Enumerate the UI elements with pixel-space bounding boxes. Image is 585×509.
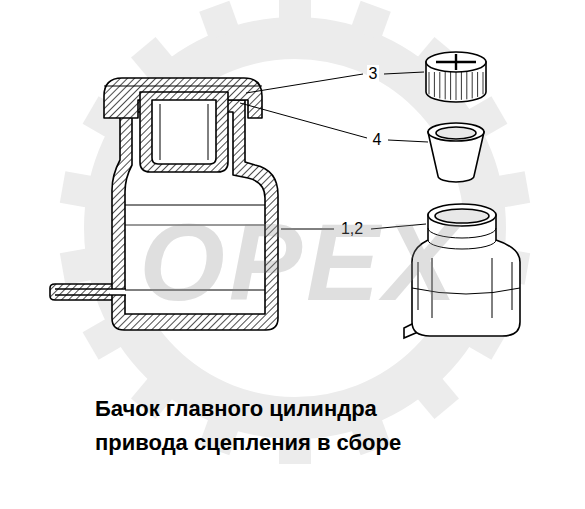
gear-tooth bbox=[60, 248, 95, 285]
knurl-stroke bbox=[483, 72, 484, 94]
leader-lines bbox=[240, 72, 428, 229]
cap-view bbox=[426, 52, 486, 102]
gear-tooth bbox=[350, 1, 390, 40]
knurl-stroke bbox=[472, 72, 473, 98]
gear-tooth bbox=[415, 376, 459, 420]
callout-number: 3 bbox=[367, 65, 380, 83]
knurl-stroke bbox=[477, 72, 478, 97]
knurl-stroke bbox=[466, 72, 467, 99]
watermark-gear bbox=[60, 0, 530, 464]
gear-tooth bbox=[495, 171, 530, 208]
knurl-stroke bbox=[456, 72, 457, 100]
knurl-stroke bbox=[461, 72, 462, 100]
gear-ring bbox=[105, 38, 485, 418]
gear-tooth bbox=[131, 37, 175, 81]
watermark: ОРЕХ bbox=[139, 207, 461, 317]
knurl-stroke bbox=[434, 72, 435, 97]
knurl-stroke bbox=[429, 72, 430, 94]
gear-tooth bbox=[279, 0, 311, 22]
insert-view bbox=[428, 123, 484, 182]
knurl-stroke bbox=[439, 72, 440, 98]
knurl-stroke bbox=[450, 72, 451, 100]
gear-tooth bbox=[60, 171, 95, 208]
caption: Бачок главного цилиндра привода сцеплени… bbox=[95, 392, 455, 460]
gear-tooth bbox=[199, 1, 239, 40]
knurl-stroke bbox=[445, 72, 446, 99]
callout-number: 4 bbox=[371, 131, 384, 149]
